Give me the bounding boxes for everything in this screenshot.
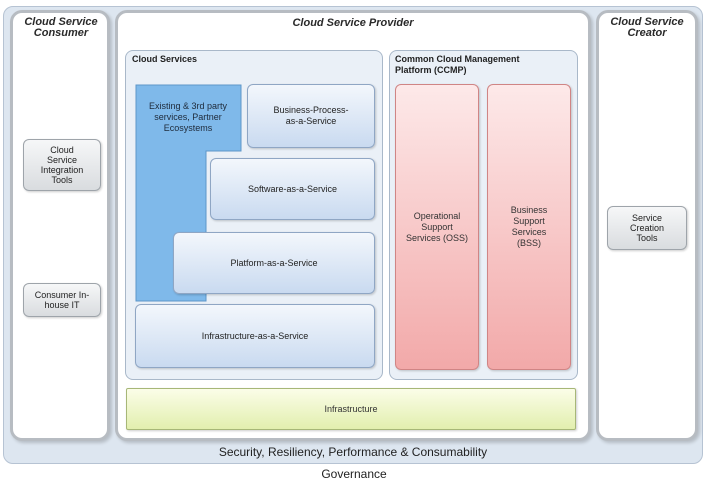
integration-tools-box[interactable]: Cloud Service Integration Tools bbox=[23, 139, 101, 191]
consumer-title: Cloud Service Consumer bbox=[24, 16, 98, 39]
iaas-box[interactable]: Infrastructure-as-a-Service bbox=[135, 304, 375, 368]
existing-services-label: Existing & 3rd party services, Partner E… bbox=[148, 101, 228, 133]
governance-label: Governance bbox=[321, 467, 387, 481]
ccmp-title: Common Cloud Management Platform (CCMP) bbox=[395, 54, 520, 75]
oss-box[interactable]: Operational Support Services (OSS) bbox=[395, 84, 479, 370]
creator-title: Cloud Service Creator bbox=[610, 16, 684, 39]
inhouse-it-box[interactable]: Consumer In-house IT bbox=[23, 283, 101, 317]
security-label: Security, Resiliency, Performance & Cons… bbox=[218, 445, 488, 459]
cloud-services-title: Cloud Services bbox=[132, 54, 198, 64]
existing-services-shape bbox=[135, 84, 242, 302]
bpaas-box[interactable]: Business-Process-as-a-Service bbox=[247, 84, 375, 148]
creator-column: Cloud Service Creator Service Creation T… bbox=[596, 10, 698, 441]
provider-title: Cloud Service Provider bbox=[292, 17, 414, 29]
consumer-column: Cloud Service Consumer Cloud Service Int… bbox=[10, 10, 110, 441]
paas-box[interactable]: Platform-as-a-Service bbox=[173, 232, 375, 294]
saas-box[interactable]: Software-as-a-Service bbox=[210, 158, 375, 220]
bss-box[interactable]: Business Support Services (BSS) bbox=[487, 84, 571, 370]
infrastructure-bar[interactable]: Infrastructure bbox=[126, 388, 576, 430]
service-creation-tools-box[interactable]: Service Creation Tools bbox=[607, 206, 687, 250]
